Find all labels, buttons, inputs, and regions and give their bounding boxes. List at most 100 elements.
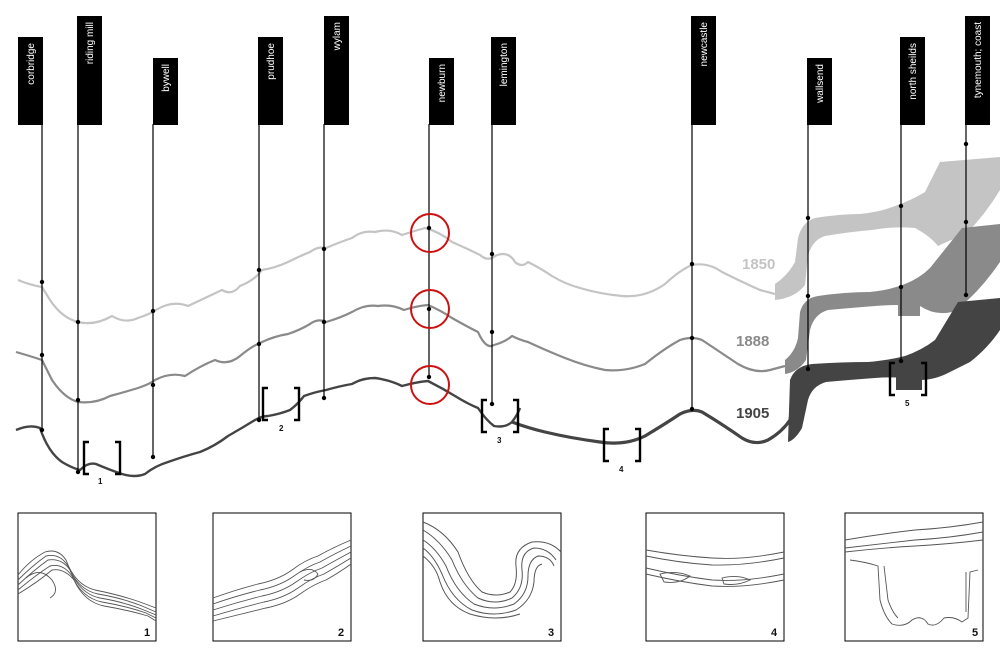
label-text: lemington: [499, 43, 510, 86]
panel-frame: [212, 512, 352, 642]
bracket-3: [480, 398, 520, 434]
river-1888-estuary: [785, 224, 1000, 374]
dot: [805, 366, 811, 372]
label-text: prudhoe: [266, 43, 277, 80]
label-text: wallsend: [815, 64, 826, 104]
bracket-left: [261, 386, 268, 422]
dot: [39, 352, 45, 358]
label-box: [18, 37, 43, 125]
panel-number-4: 4: [771, 627, 778, 639]
river-1850-estuary: [775, 157, 1000, 300]
bracket-right: [921, 361, 928, 397]
label-wallsend: wallsend: [807, 58, 832, 125]
panel-number-3: 3: [548, 627, 554, 639]
detail-panel-2: 2: [212, 512, 352, 642]
brackets: [82, 361, 928, 476]
river-1888-channel: [15, 303, 786, 404]
label-bywell: bywell: [153, 58, 178, 125]
label-north-sheilds: north sheilds: [900, 37, 925, 125]
panel-number-1: 1: [144, 627, 150, 639]
river-1905-basin: [896, 364, 922, 390]
dot: [75, 319, 81, 325]
highlight-circle-1905: [410, 365, 450, 405]
panel-number-5: 5: [972, 627, 978, 639]
label-corbridge: corbridge: [18, 37, 43, 125]
panel-lines: [844, 521, 984, 626]
label-prudhoe: prudhoe: [258, 37, 283, 125]
label-text: north sheilds: [908, 43, 919, 100]
bracket-number-1: 1: [98, 477, 103, 486]
river-1850-channel: [17, 226, 776, 325]
dot: [426, 374, 432, 380]
dot: [689, 406, 695, 412]
river-1905-channel: [15, 376, 522, 478]
panel-number-2: 2: [338, 627, 344, 639]
river-1850: [17, 157, 1000, 325]
bracket-right: [513, 398, 520, 434]
river-1905: [15, 298, 1000, 478]
label-box: [965, 16, 990, 125]
dot: [39, 279, 45, 285]
place-labels: corbridge riding mill bywell prudhoe wyl…: [18, 16, 990, 125]
bracket-5: [888, 361, 928, 397]
year-label-1905: 1905: [736, 405, 769, 422]
label-box: [429, 58, 454, 125]
panel-lines: [17, 550, 157, 622]
bracket-left: [82, 440, 89, 476]
detail-panels: 1 2 3: [17, 512, 984, 642]
dot: [426, 306, 432, 312]
panel-frame: [422, 512, 562, 642]
label-box: [153, 58, 178, 125]
bracket-left: [602, 427, 609, 463]
label-box: [691, 16, 716, 125]
dot: [805, 293, 811, 299]
bracket-left: [480, 398, 487, 434]
bracket-number-2: 2: [279, 424, 284, 433]
year-label-1888: 1888: [736, 333, 769, 350]
detail-panel-1: 1: [17, 512, 157, 642]
newburn-highlights: [410, 213, 450, 405]
dot: [805, 215, 811, 221]
dot: [256, 417, 262, 423]
bracket-number-4: 4: [619, 465, 624, 474]
label-box: [491, 37, 516, 125]
river-1888: [15, 224, 1000, 404]
label-riding-mill: riding mill: [77, 16, 102, 125]
detail-panel-5: 5: [844, 512, 984, 642]
detail-panel-3: 3: [422, 512, 562, 642]
dot: [689, 261, 695, 267]
dot: [256, 341, 262, 347]
label-lemington: lemington: [491, 37, 516, 125]
dot: [898, 203, 904, 209]
bracket-4: [602, 427, 642, 463]
dot: [489, 401, 495, 407]
panel-lines: [422, 521, 562, 619]
dot: [39, 427, 45, 433]
panel-frame: [17, 512, 157, 642]
dot: [898, 284, 904, 290]
label-box: [77, 16, 102, 125]
panel-lines: [645, 549, 785, 587]
dot: [150, 308, 156, 314]
label-tynemouth-coast: tynemouth; coast: [965, 16, 990, 125]
river-1905-estuary: [788, 298, 1000, 442]
bracket-number-3: 3: [497, 436, 502, 445]
dot: [489, 329, 495, 335]
panel-frame: [844, 512, 984, 642]
dot: [150, 382, 156, 388]
label-text: corbridge: [26, 43, 37, 85]
bracket-1: [82, 440, 122, 476]
label-text: newburn: [437, 64, 448, 102]
river-1888-basin: [898, 288, 920, 316]
dot: [963, 219, 969, 225]
label-box: [900, 37, 925, 125]
dot: [489, 251, 495, 257]
dot: [75, 397, 81, 403]
bracket-left: [888, 361, 895, 397]
label-text: newcastle: [699, 22, 710, 67]
bracket-right: [115, 440, 122, 476]
detail-panel-4: 4: [645, 512, 785, 642]
panel-lines: [212, 539, 352, 622]
dot: [689, 335, 695, 341]
